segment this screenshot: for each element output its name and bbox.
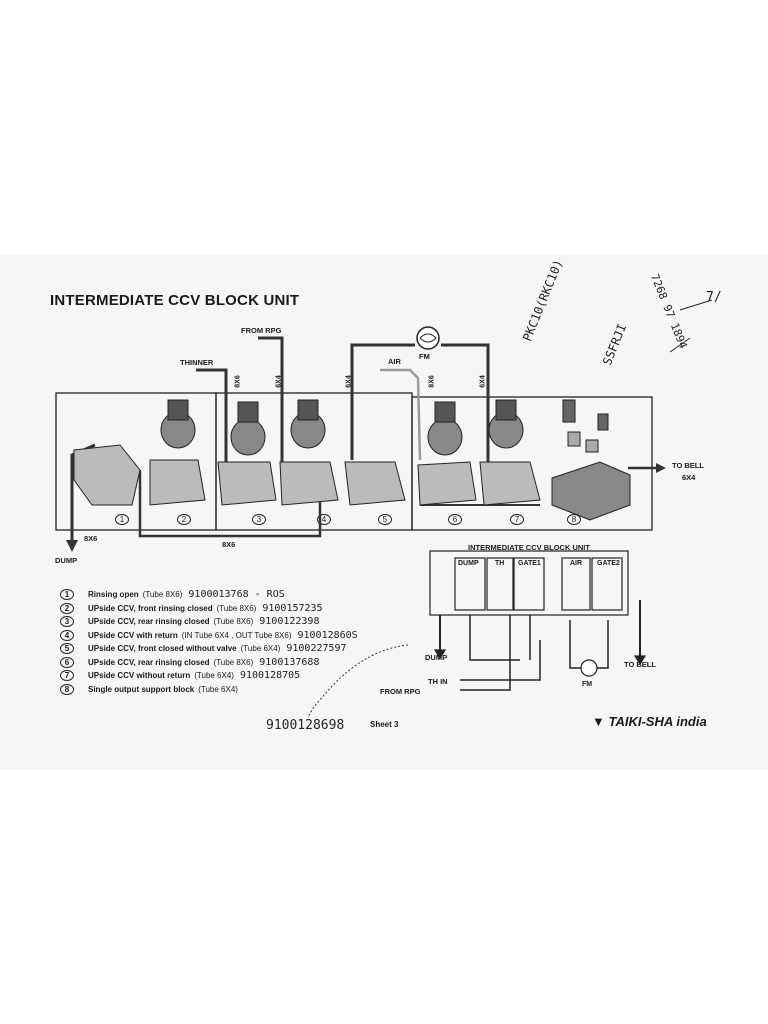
logo-icon: ▼ xyxy=(592,714,605,729)
legend-tube: (Tube 8X6) xyxy=(142,590,183,600)
legend-tube: (Tube 6X4) xyxy=(198,684,238,694)
document-sheet xyxy=(0,255,768,770)
label-dump: DUMP xyxy=(55,556,78,565)
schematic-valve-air: AIR xyxy=(570,560,583,567)
legend-tube: (Tube 8X6) xyxy=(213,657,254,667)
legend-handwritten: 9100137688 xyxy=(259,656,320,668)
legend-row: 1 Rinsing open(Tube 8X6) 9100013768 - ROS xyxy=(60,588,420,602)
legend-number: 8 xyxy=(60,683,74,695)
schematic-fm: FM xyxy=(582,681,593,688)
legend-text: Rinsing open xyxy=(88,590,139,600)
label-to-bell-tube: 6X4 xyxy=(682,473,696,482)
legend-tube: (Tube 6X4) xyxy=(240,644,281,654)
label-tube-8x6-bottom: 8X6 xyxy=(222,540,236,549)
schematic-valve-th: TH xyxy=(495,560,505,567)
legend-row: 8 Single output support block(Tube 6X4) xyxy=(60,683,420,697)
component-1: 1 xyxy=(115,514,129,525)
legend-row: 4 UPside CCV with return(IN Tube 6X4 , OU… xyxy=(60,629,420,643)
component-6: 6 xyxy=(448,514,462,525)
label-tube-6x4-c: 6X4 xyxy=(479,375,487,388)
legend-text: Single output support block xyxy=(88,684,195,694)
legend-handwritten: 9100128705 xyxy=(239,670,301,682)
legend-handwritten: 9100227597 xyxy=(286,643,347,655)
legend-handwritten: 9100122398 xyxy=(259,616,320,628)
legend-row: 6 UPside CCV, rear rinsing closed(Tube 8X… xyxy=(60,656,420,670)
schematic-from-rpg: FROM RPG xyxy=(380,687,421,696)
support-block xyxy=(551,399,631,521)
ccv-schematic xyxy=(429,550,647,691)
legend-number: 3 xyxy=(60,616,74,628)
legend-tube: (Tube 8X6) xyxy=(216,603,257,613)
schematic-valve-gate2: GATE2 xyxy=(597,560,620,567)
label-air: AIR xyxy=(388,357,401,366)
legend-row: 2 UPside CCV, front rinsing closed(Tube 8… xyxy=(60,602,420,616)
valve-bodies xyxy=(73,444,541,506)
sheet-label: Sheet 3 xyxy=(370,720,399,729)
legend-text: UPside CCV, front rinsing closed xyxy=(88,603,213,613)
label-to-bell: TO BELL xyxy=(672,461,704,470)
label-tube-8x6-b: 8X6 xyxy=(234,375,242,388)
schematic-to-bell: TO BELL xyxy=(624,660,656,669)
schematic-valve-dump: DUMP xyxy=(458,560,479,567)
legend-text: UPside CCV, rear rinsing closed xyxy=(88,617,210,627)
legend-handwritten: 910012860S xyxy=(297,629,358,641)
label-tube-8x6-c: 8X6 xyxy=(428,375,436,388)
legend-text: UPside CCV, rear rinsing closed xyxy=(88,657,210,667)
label-tube-6x4-b: 6X4 xyxy=(345,375,353,388)
legend-number: 1 xyxy=(60,589,74,601)
component-5: 5 xyxy=(378,514,392,525)
label-from-rpg: FROM RPG xyxy=(241,326,282,335)
component-8: 8 xyxy=(567,514,581,525)
component-7: 7 xyxy=(510,514,524,525)
legend-text: UPside CCV with return xyxy=(88,630,178,640)
legend-text: UPside CCV, front closed without valve xyxy=(88,644,237,654)
legend-number: 7 xyxy=(60,670,74,682)
legend-row: 7 UPside CCV without return(Tube 6X4) 9100… xyxy=(60,669,420,683)
legend-tube: (Tube 6X4) xyxy=(194,671,234,681)
legend-number: 6 xyxy=(60,656,74,668)
valve-actuators xyxy=(160,399,524,456)
page-title: INTERMEDIATE CCV BLOCK UNIT xyxy=(50,292,300,309)
legend-tube: (Tube 8X6) xyxy=(213,617,254,627)
legend-number: 5 xyxy=(60,643,74,655)
schematic-valve-gate1: GATE1 xyxy=(518,560,541,567)
legend-row: 3 UPside CCV, rear rinsing closed(Tube 8X… xyxy=(60,615,420,629)
schematic-title: INTERMEDIATE CCV BLOCK UNIT xyxy=(468,543,590,552)
label-fm: FM xyxy=(419,352,430,361)
label-thinner: THINNER xyxy=(180,358,214,367)
component-2: 2 xyxy=(177,514,191,525)
component-4: 4 xyxy=(317,514,331,525)
handwritten-note-corner: 7/ xyxy=(706,290,722,305)
legend-number: 4 xyxy=(60,629,74,641)
legend-text: UPside CCV without return xyxy=(88,671,191,681)
schematic-th-in: TH IN xyxy=(428,677,448,686)
legend-row: 5 UPside CCV, front closed without valve(… xyxy=(60,642,420,656)
legend-handwritten: 9100157235 xyxy=(262,602,323,614)
label-tube-6x4-a: 6X4 xyxy=(275,375,283,388)
label-tube-8x6-a: 8X6 xyxy=(84,534,98,543)
legend-handwritten: 9100013768 - ROS xyxy=(188,589,285,601)
legend-tube: (IN Tube 6X4 , OUT Tube 8X6) xyxy=(181,630,292,640)
schematic-dump: DUMP xyxy=(425,653,448,662)
component-3: 3 xyxy=(252,514,266,525)
brand-logo: ▼ TAIKI-SHA india xyxy=(592,714,707,729)
legend-number: 2 xyxy=(60,602,74,614)
brand-name: TAIKI-SHA india xyxy=(608,714,707,729)
handwritten-part-number: 9100128698 xyxy=(266,718,345,733)
